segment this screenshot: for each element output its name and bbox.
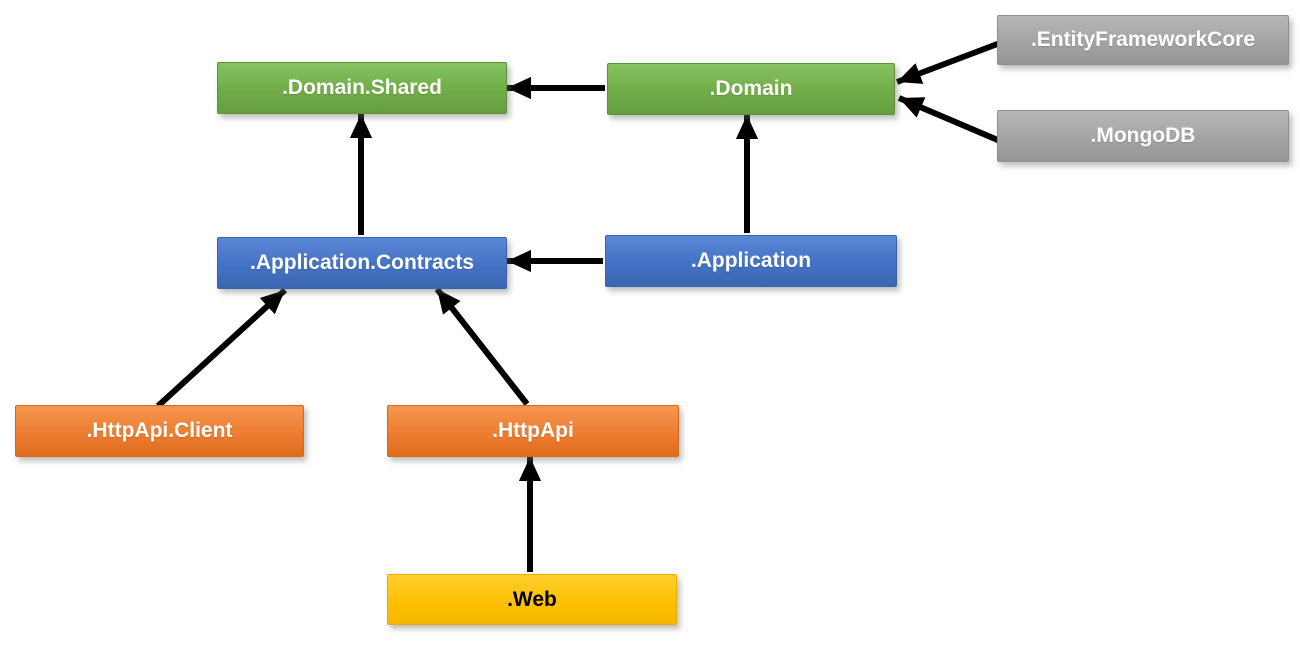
node-application-contracts: .Application.Contracts <box>217 237 507 289</box>
node-domain: .Domain <box>607 63 895 115</box>
node-mongodb: .MongoDB <box>997 110 1289 162</box>
arrow-efcore-to-domain <box>895 40 1002 85</box>
node-entityframeworkcore: .EntityFrameworkCore <box>997 15 1289 65</box>
node-httpapi-client: .HttpApi.Client <box>15 405 304 457</box>
arrow-httpapi-to-application-contracts <box>434 287 530 406</box>
arrow-mongodb-to-domain <box>897 95 1002 144</box>
node-web: .Web <box>387 574 677 625</box>
node-domain-shared: .Domain.Shared <box>217 62 507 114</box>
arrow-httpapi-client-to-application-contracts <box>155 287 288 409</box>
node-httpapi: .HttpApi <box>387 405 679 457</box>
node-application: .Application <box>605 235 897 287</box>
